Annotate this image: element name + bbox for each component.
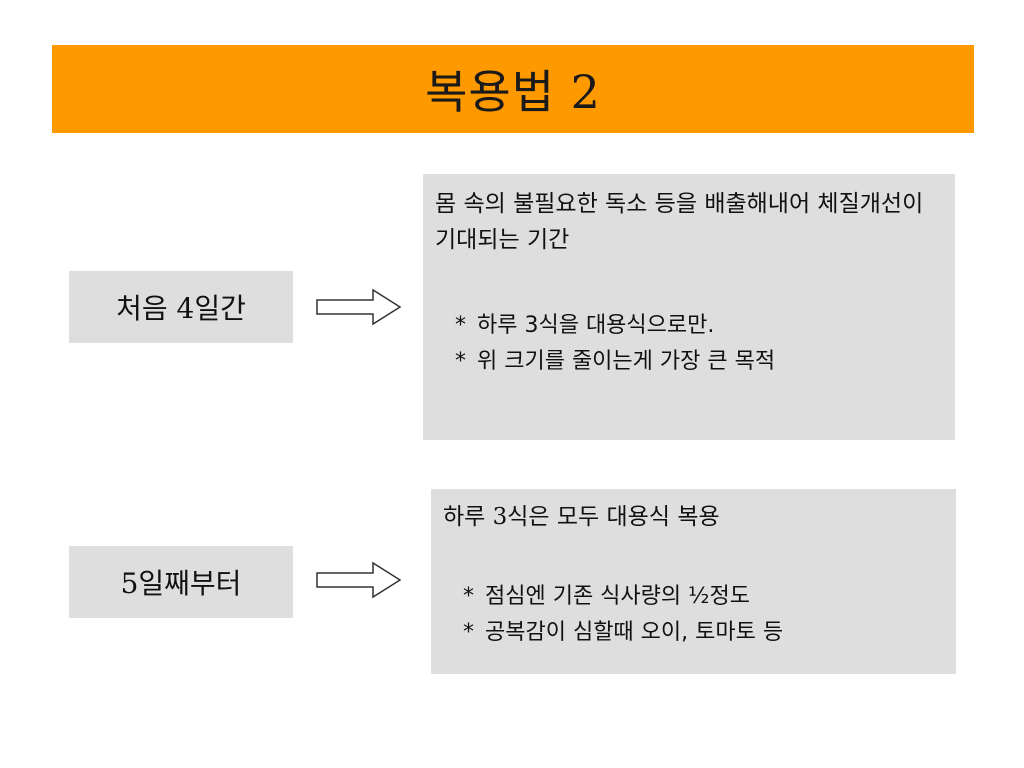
bullet-mark: *	[463, 620, 474, 645]
bullet-text: 점심엔 기존 식사량의 ½정도	[485, 584, 750, 609]
section-1-label: 처음 4일간	[69, 271, 293, 343]
title-bar: 복용법 2	[52, 45, 974, 133]
bullet-item: * 점심엔 기존 식사량의 ½정도	[463, 579, 946, 615]
bullet-text: 공복감이 심할때 오이, 토마토 등	[485, 620, 784, 645]
bullet-text: 하루 3식을 대용식으로만.	[477, 313, 715, 338]
section-2-label: 5일째부터	[69, 546, 293, 618]
section-2-lead: 하루 3식은 모두 대용식 복용	[443, 504, 720, 530]
slide-title: 복용법 2	[425, 65, 601, 119]
right-arrow-outline-icon	[316, 561, 402, 599]
section-1-lead: 몸 속의 불필요한 독소 등을 배출해내어 체질개선이 기대되는 기간	[435, 191, 924, 253]
section-1-info-box: 몸 속의 불필요한 독소 등을 배출해내어 체질개선이 기대되는 기간 * 하루 …	[423, 174, 955, 440]
right-arrow-outline-icon	[316, 288, 402, 326]
bullet-mark: *	[455, 313, 466, 338]
bullet-item: * 공복감이 심할때 오이, 토마토 등	[463, 615, 946, 651]
bullet-text: 위 크기를 줄이는게 가장 큰 목적	[477, 349, 776, 374]
bullet-item: * 위 크기를 줄이는게 가장 큰 목적	[455, 344, 945, 380]
section-2-info-box: 하루 3식은 모두 대용식 복용 * 점심엔 기존 식사량의 ½정도 * 공복감이 …	[431, 489, 956, 674]
bullet-mark: *	[463, 584, 474, 609]
section-2-bullets: * 점심엔 기존 식사량의 ½정도 * 공복감이 심할때 오이, 토마토 등	[443, 579, 946, 651]
bullet-mark: *	[455, 349, 466, 374]
section-1-bullets: * 하루 3식을 대용식으로만. * 위 크기를 줄이는게 가장 큰 목적	[435, 308, 945, 380]
bullet-item: * 하루 3식을 대용식으로만.	[455, 308, 945, 344]
